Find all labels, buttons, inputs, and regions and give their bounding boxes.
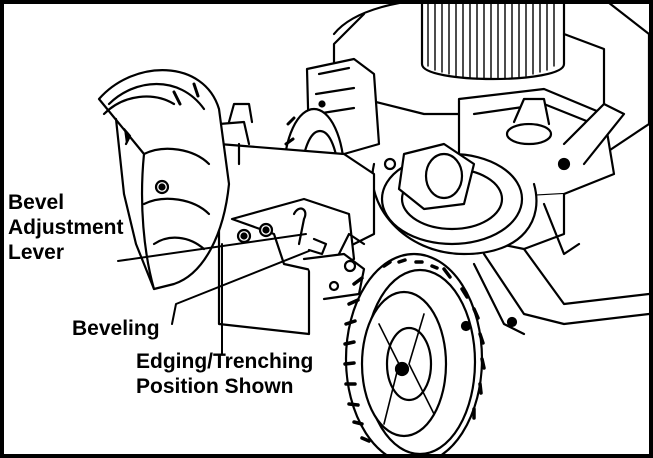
callout-line: Bevel (8, 191, 65, 214)
front-wheel (343, 252, 486, 454)
blade-guard (97, 69, 231, 291)
tread-pattern (343, 258, 486, 443)
callout-bevel-adjustment-lever: Bevel Adjustment Lever (8, 190, 124, 265)
height-linkage (302, 232, 366, 301)
leader-lines (117, 233, 310, 355)
cylinder-ribbing (427, 4, 555, 80)
callout-line: Lever (8, 241, 65, 264)
leader-beveling (171, 250, 310, 325)
callout-line: Position Shown (136, 375, 294, 398)
callout-line: Adjustment (8, 216, 124, 239)
callout-edging-trenching-position: Edging/Trenching Position Shown (136, 349, 313, 399)
leader-bevel-lever (117, 233, 307, 262)
callout-line: Edging/Trenching (136, 350, 314, 373)
frame-rails (460, 102, 649, 336)
callout-beveling: Beveling (72, 316, 160, 341)
edger-illustration (97, 4, 649, 454)
callout-line: Beveling (72, 317, 160, 340)
